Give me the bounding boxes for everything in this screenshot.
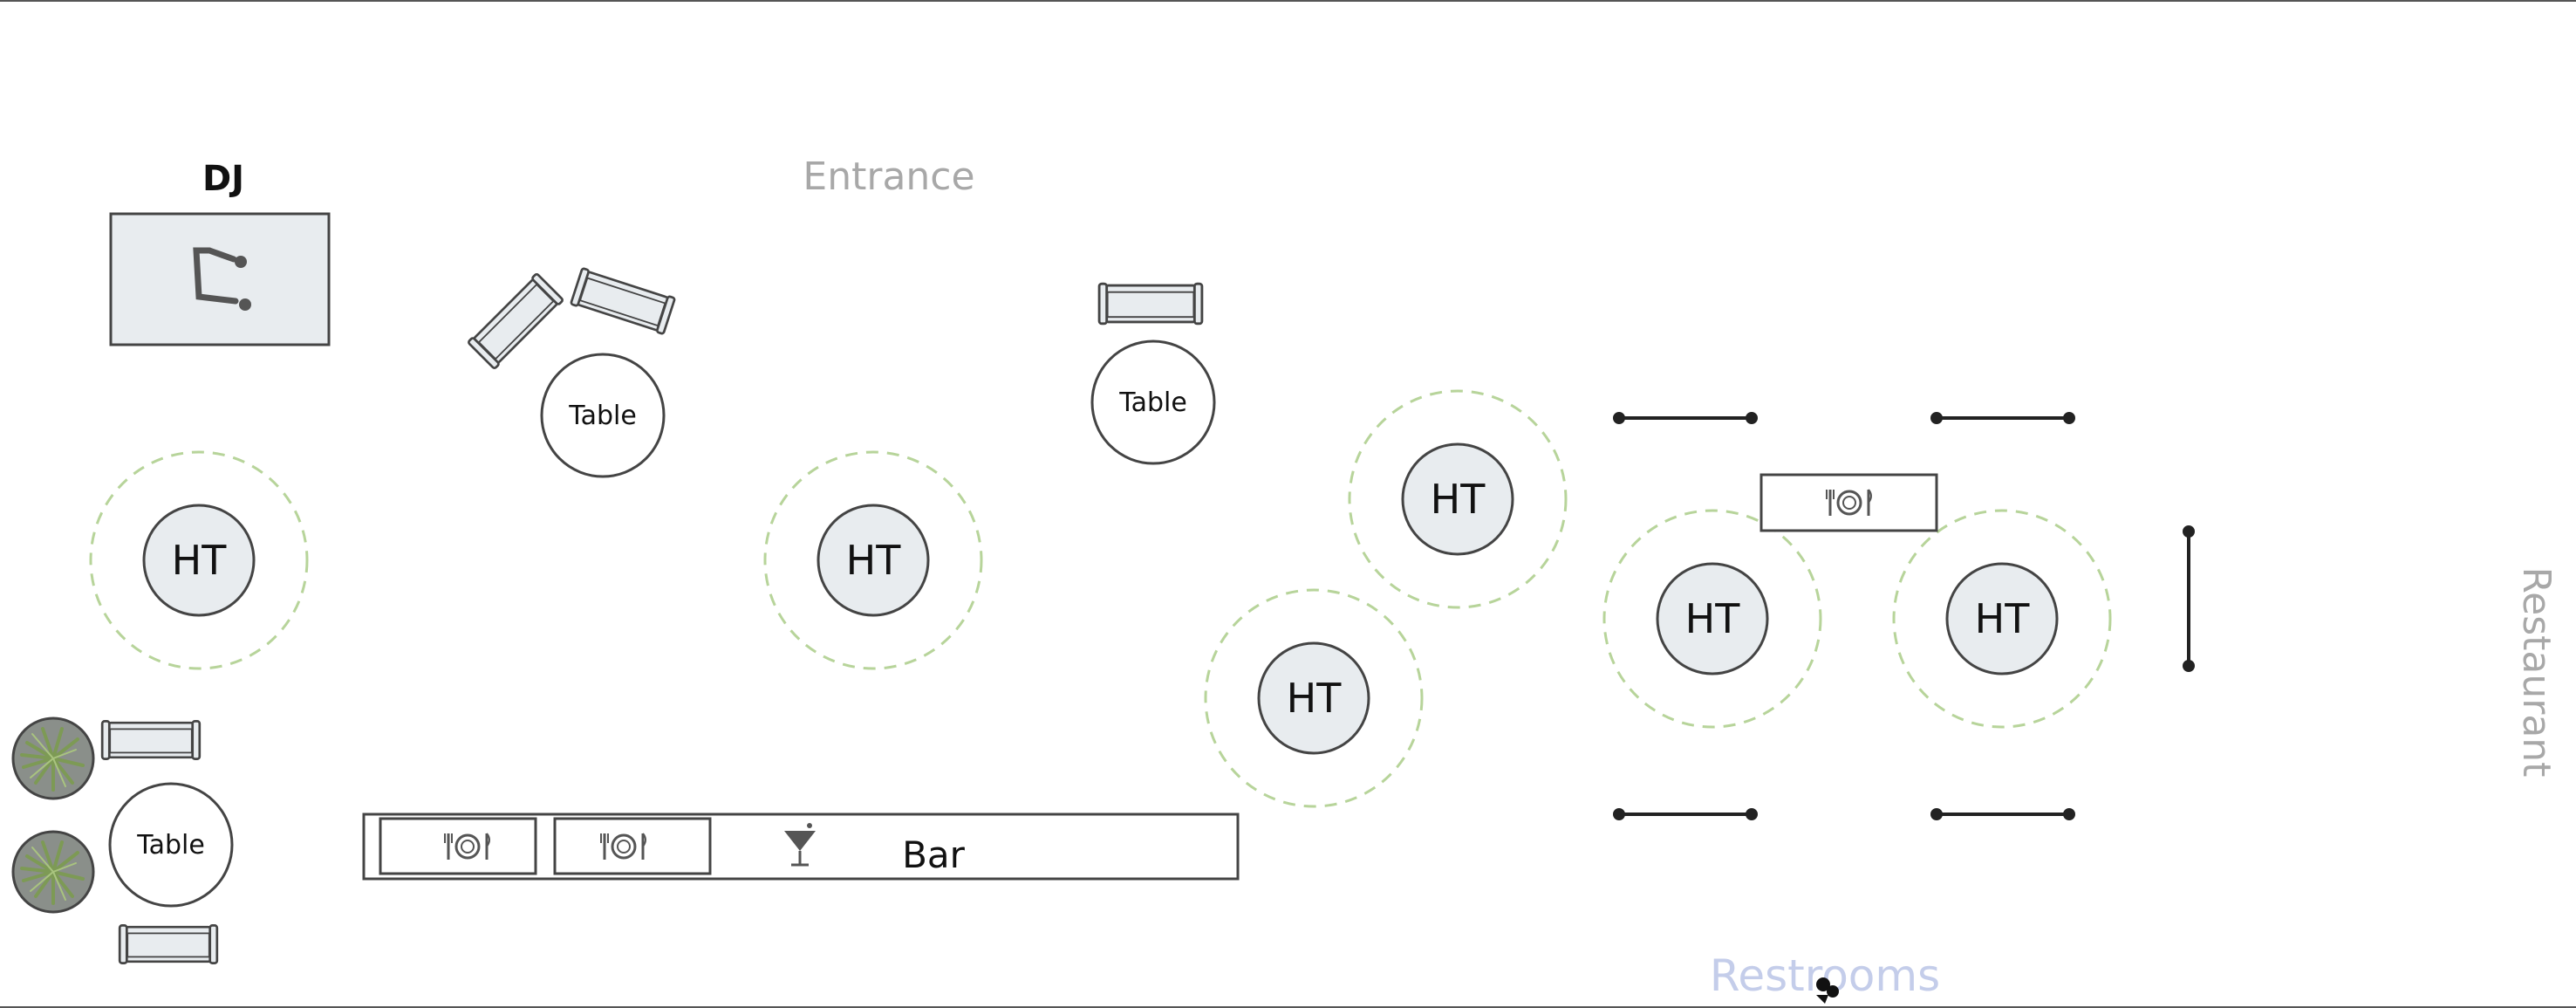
sofa-bottom-left-upper [100, 720, 202, 760]
round-table: Table [1090, 339, 1216, 465]
potted-plant-icon [11, 717, 95, 800]
round-table: Table [108, 782, 234, 908]
restrooms-label: Restrooms [1710, 950, 1940, 1001]
top-border [0, 0, 2576, 2]
high-top-table: HT [1204, 588, 1424, 808]
high-top-label: HT [172, 537, 228, 584]
table-label: Table [136, 830, 205, 861]
table-label: Table [1118, 387, 1187, 418]
high-top-table: HT [89, 450, 309, 670]
round-table: Table [540, 353, 666, 478]
restroom-icon [1816, 977, 1839, 1004]
restaurant-label: Restaurant [2514, 567, 2559, 778]
potted-plant-icon [11, 830, 95, 914]
high-top-label: HT [1431, 476, 1486, 523]
cocktail-glass-icon [784, 823, 816, 867]
bar-food-station [553, 817, 712, 875]
barrier-lines [1613, 412, 2195, 820]
high-top-label: HT [846, 537, 902, 584]
high-top-label: HT [1975, 595, 2031, 642]
high-top-table: HT [1892, 509, 2112, 729]
bottom-border [0, 1006, 2576, 1008]
high-top-label: HT [1287, 675, 1343, 722]
buffet-station [1759, 473, 1938, 532]
bar-food-station [379, 817, 537, 875]
sofa-bottom-left-lower [118, 924, 219, 964]
table-label: Table [568, 401, 637, 431]
high-top-table: HT [1602, 509, 1822, 729]
high-top-table: HT [763, 450, 983, 670]
entrance-label: Entrance [803, 154, 974, 199]
dj-label: DJ [202, 159, 244, 199]
dj-booth-icon [193, 247, 251, 311]
sofa-top-left-tilted [569, 266, 677, 336]
sofa-top-right [1097, 282, 1204, 326]
high-top-label: HT [1685, 595, 1741, 642]
dj-booth [109, 212, 331, 346]
high-top-table: HT [1348, 389, 1568, 609]
sofa-top-left-angled [466, 271, 565, 371]
bar-label: Bar [902, 833, 966, 876]
